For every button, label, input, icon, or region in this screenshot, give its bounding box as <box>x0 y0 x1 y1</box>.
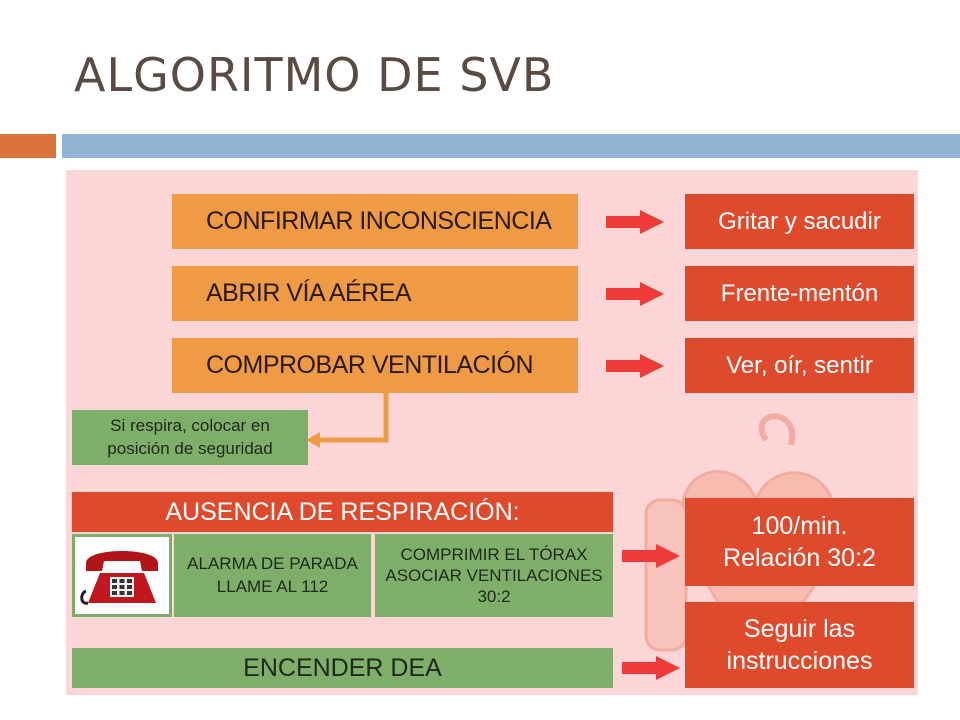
instructions-line-1: Seguir las <box>743 614 856 643</box>
slide-title: ALGORITMO DE SVB <box>74 48 555 102</box>
step-open-airway: ABRIR VÍA AÉREA <box>172 266 578 321</box>
step-check-breathing: COMPROBAR VENTILACIÓN <box>172 338 578 393</box>
recovery-line-1: Si respira, colocar en <box>110 416 270 436</box>
compress-cell: COMPRIMIR EL TÓRAX ASOCIAR VENTILACIONES… <box>375 534 613 617</box>
arrow-icon <box>606 354 664 378</box>
compression-rate-box: 100/min. Relación 30:2 <box>685 498 914 586</box>
alarm-line-2: LLAME AL 112 <box>216 576 329 596</box>
follow-instructions-box: Seguir las instrucciones <box>685 602 914 688</box>
recovery-position-note: Si respira, colocar en posición de segur… <box>72 410 308 465</box>
arrow-icon <box>606 210 664 234</box>
recovery-line-2: posición de seguridad <box>107 438 273 458</box>
alarm-line-1: ALARMA DE PARADA <box>187 554 358 574</box>
result-shout-shake: Gritar y sacudir <box>685 194 914 249</box>
instructions-line-2: instrucciones <box>726 647 873 675</box>
step-confirm-unconsciousness: CONFIRMAR INCONSCIENCIA <box>172 194 578 249</box>
branch-connector-arrow-icon <box>306 392 389 448</box>
algorithm-panel: CONFIRMAR INCONSCIENCIA Gritar y sacudir… <box>66 170 918 695</box>
arrow-icon <box>606 282 664 306</box>
arrow-icon <box>622 544 680 568</box>
compress-line-2: ASOCIAR VENTILACIONES <box>385 565 603 585</box>
rate-line-1: 100/min. <box>751 511 848 540</box>
rate-line-2: Relación 30:2 <box>723 544 876 572</box>
turn-on-aed: ENCENDER DEA <box>72 648 613 688</box>
absence-header: AUSENCIA DE RESPIRACIÓN: <box>72 492 613 532</box>
alarm-cell: ALARMA DE PARADA LLAME AL 112 <box>174 534 371 617</box>
result-look-listen-feel: Ver, oír, sentir <box>685 338 914 393</box>
telephone-icon <box>80 550 158 605</box>
accent-bar-blue <box>62 134 960 158</box>
arrow-icon <box>622 656 680 680</box>
compress-line-1: COMPRIMIR EL TÓRAX <box>400 544 588 564</box>
compress-line-3: 30:2 <box>477 587 511 607</box>
result-head-tilt-chin-lift: Frente-mentón <box>685 266 914 321</box>
accent-bar-orange <box>0 134 56 158</box>
phone-cell <box>72 534 172 617</box>
